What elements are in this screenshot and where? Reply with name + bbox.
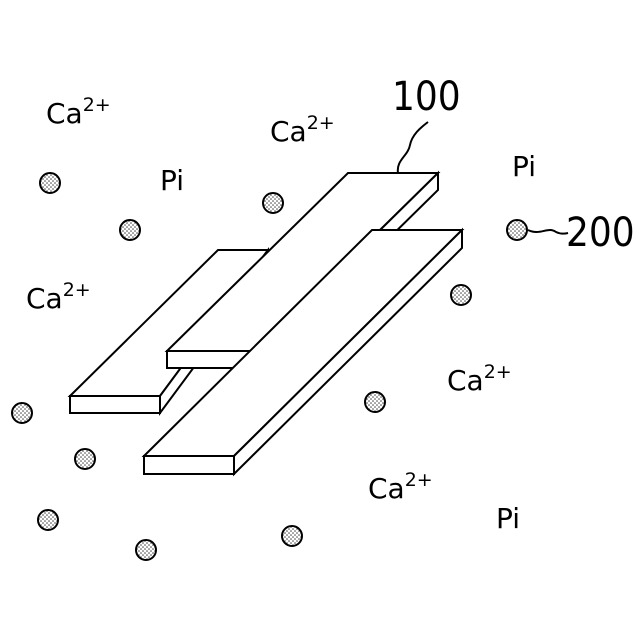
particle xyxy=(365,392,385,412)
particle xyxy=(12,403,32,423)
particle xyxy=(507,220,527,240)
phosphate-ion-label: Pi xyxy=(160,164,184,197)
particle xyxy=(75,449,95,469)
particle xyxy=(120,220,140,240)
calcium-ion-label: Ca2+ xyxy=(447,361,512,397)
particle xyxy=(451,285,471,305)
leader-line-200 xyxy=(528,230,568,234)
calcium-ion-label: Ca2+ xyxy=(270,112,335,148)
phosphate-ion-label: Pi xyxy=(512,150,536,183)
particle xyxy=(282,526,302,546)
leader-line-100 xyxy=(398,122,428,173)
label-200: 200 xyxy=(566,210,635,256)
particle xyxy=(136,540,156,560)
calcium-ion-label: Ca2+ xyxy=(46,94,111,130)
label-100: 100 xyxy=(392,74,461,120)
calcium-ion-label: Ca2+ xyxy=(26,279,91,315)
particle xyxy=(40,173,60,193)
particle xyxy=(38,510,58,530)
particle xyxy=(263,193,283,213)
phosphate-ion-label: Pi xyxy=(496,502,520,535)
calcium-ion-label: Ca2+ xyxy=(368,469,433,505)
